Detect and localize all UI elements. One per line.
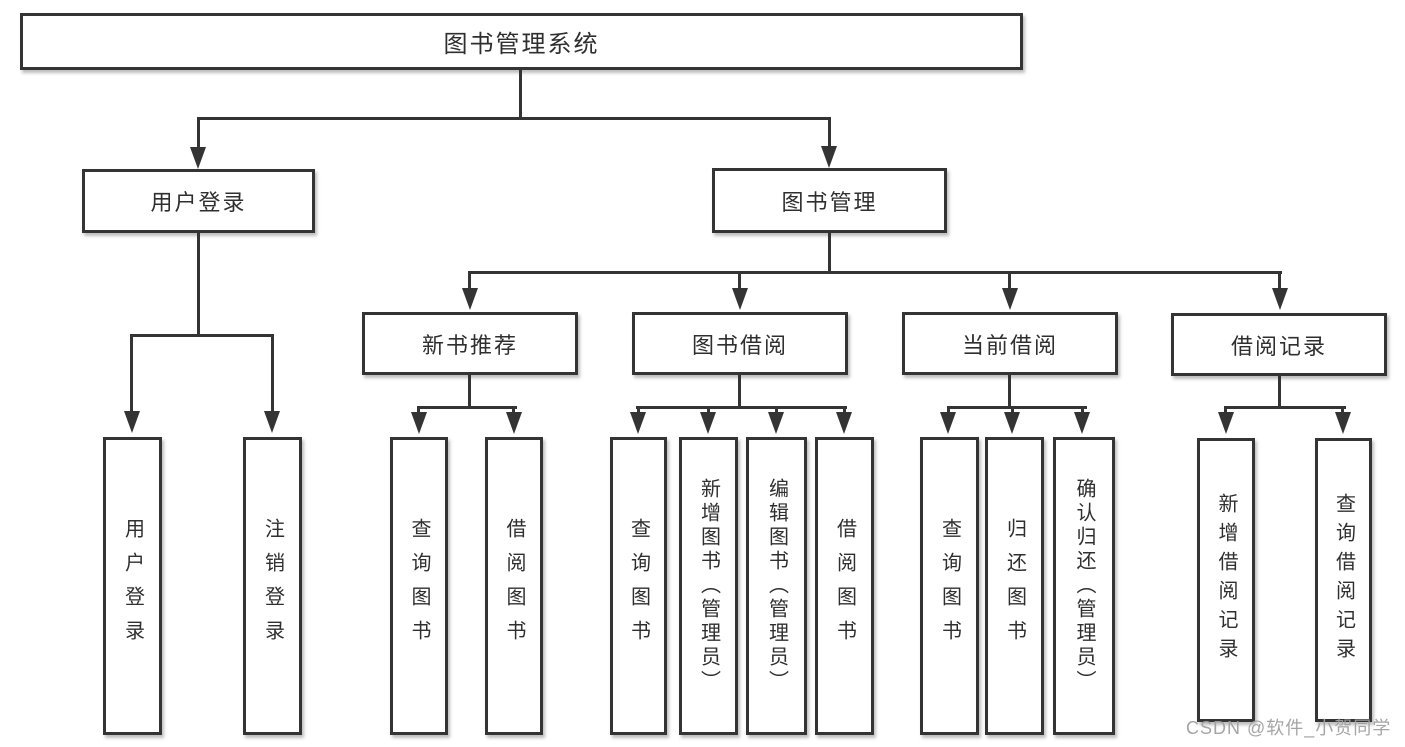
- connector-drop: [775, 406, 778, 414]
- connector-user-login-horizontal: [130, 334, 274, 337]
- node-label: 当前借阅: [961, 332, 1058, 358]
- node-book-borrowing: 图书借阅: [632, 312, 848, 375]
- leaf-logout: 注销登录: [243, 437, 302, 735]
- connector-cb-stem: [1008, 375, 1011, 409]
- leaf-label: 借阅图书: [503, 518, 525, 654]
- node-label: 新书推荐: [421, 332, 518, 358]
- arrowhead: [1218, 412, 1234, 434]
- connector-drop: [512, 406, 515, 414]
- connector-drop: [707, 406, 710, 414]
- arrowhead-new-book-rec: [462, 288, 478, 310]
- node-borrowing-records: 借阅记录: [1171, 313, 1387, 376]
- node-label: 图书借阅: [691, 332, 788, 358]
- arrowhead-borrow-records: [1272, 288, 1288, 310]
- leaf-query-books-bb: 查询图书: [610, 437, 667, 735]
- connector-drop: [1011, 406, 1014, 414]
- connector-root-stem: [519, 70, 522, 118]
- connector-drop-book-borrow: [738, 271, 741, 290]
- arrowhead: [940, 412, 956, 434]
- leaf-label: 查询图书: [408, 518, 430, 654]
- connector-drop: [637, 406, 640, 414]
- csdn-watermark: CSDN @软件_小贺同学: [1186, 718, 1392, 738]
- connector-drop: [417, 406, 420, 414]
- arrowhead: [506, 412, 522, 434]
- connector-root-horizontal: [197, 117, 831, 120]
- node-label: 用户登录: [150, 190, 247, 215]
- leaf-label: 用户登录: [121, 518, 144, 654]
- arrowhead-book-management: [821, 146, 837, 168]
- arrowhead-leaf-user-login: [124, 411, 140, 433]
- arrowhead: [1074, 412, 1090, 434]
- leaf-query-borrow-records: 查询借阅记录: [1315, 438, 1372, 722]
- connector-drop: [843, 406, 846, 414]
- leaf-add-books-admin: 新增图书（管理员）: [679, 437, 738, 735]
- leaf-label: 查询图书: [938, 518, 961, 654]
- leaf-label: 查询借阅记录: [1332, 493, 1355, 667]
- leaf-add-borrow-record: 新增借阅记录: [1197, 438, 1255, 722]
- connector-user-login-stem: [197, 233, 200, 337]
- node-label: 图书管理: [781, 189, 878, 215]
- connector-br-stem: [1278, 376, 1281, 409]
- connector-bb-horizontal: [636, 406, 847, 409]
- leaf-confirm-return-admin: 确认归还（管理员）: [1053, 437, 1115, 735]
- connector-nbr-horizontal: [417, 406, 517, 409]
- arrowhead: [836, 412, 852, 434]
- connector-drop: [1341, 406, 1344, 414]
- node-new-book-recommendation: 新书推荐: [362, 312, 578, 375]
- connector-cb-horizontal: [947, 406, 1087, 409]
- leaf-user-login: 用户登录: [103, 437, 162, 735]
- node-current-borrowing: 当前借阅: [902, 312, 1118, 375]
- leaf-label: 查询图书: [627, 518, 650, 654]
- leaf-query-books-nbr: 查询图书: [390, 437, 448, 735]
- node-user-login: 用户登录: [82, 169, 315, 233]
- leaf-label: 归还图书: [1003, 518, 1026, 654]
- connector-bb-stem: [738, 375, 741, 409]
- leaf-label: 新增图书（管理员）: [697, 478, 720, 694]
- connector-drop-borrow-records: [1278, 271, 1281, 290]
- connector-book-management-horizontal: [468, 271, 1282, 274]
- connector-drop-book-management: [828, 117, 831, 148]
- leaf-borrow-books-bb: 借阅图书: [815, 437, 874, 735]
- leaf-label: 确认归还（管理员）: [1073, 478, 1095, 694]
- leaf-label: 编辑图书（管理员）: [765, 478, 788, 694]
- arrowhead-current-borrow: [1002, 288, 1018, 310]
- leaf-query-books-cb: 查询图书: [920, 437, 979, 735]
- arrowhead: [1004, 412, 1020, 434]
- arrowhead: [630, 412, 646, 434]
- connector-drop-current-borrow: [1008, 271, 1011, 290]
- arrowhead: [411, 412, 427, 434]
- node-library-management-system: 图书管理系统: [20, 13, 1023, 70]
- leaf-edit-books-admin: 编辑图书（管理员）: [746, 437, 807, 735]
- leaf-return-books: 归还图书: [985, 437, 1044, 735]
- connector-br-horizontal: [1224, 406, 1346, 409]
- node-label: 图书管理系统: [443, 31, 600, 58]
- node-book-management: 图书管理: [712, 168, 947, 233]
- connector-drop: [1224, 406, 1227, 414]
- leaf-label: 借阅图书: [833, 518, 856, 654]
- connector-drop: [947, 406, 950, 414]
- arrowhead-leaf-logout: [264, 411, 280, 433]
- connector-drop-leaf-logout: [271, 334, 274, 412]
- arrowhead-user-login: [190, 147, 206, 169]
- arrowhead-book-borrow: [732, 288, 748, 310]
- connector-book-management-stem: [828, 233, 831, 274]
- connector-drop: [1081, 406, 1084, 414]
- connector-drop-new-book-rec: [468, 271, 471, 290]
- arrowhead: [768, 412, 784, 434]
- connector-drop-leaf-user-login: [130, 334, 133, 412]
- leaf-borrow-books-nbr: 借阅图书: [485, 437, 543, 735]
- leaf-label: 新增借阅记录: [1215, 493, 1237, 667]
- arrowhead: [1335, 412, 1351, 434]
- node-label: 借阅记录: [1230, 333, 1327, 359]
- leaf-label: 注销登录: [261, 518, 284, 654]
- connector-nbr-stem: [468, 375, 471, 409]
- connector-drop-user-login: [197, 117, 200, 149]
- arrowhead: [700, 412, 716, 434]
